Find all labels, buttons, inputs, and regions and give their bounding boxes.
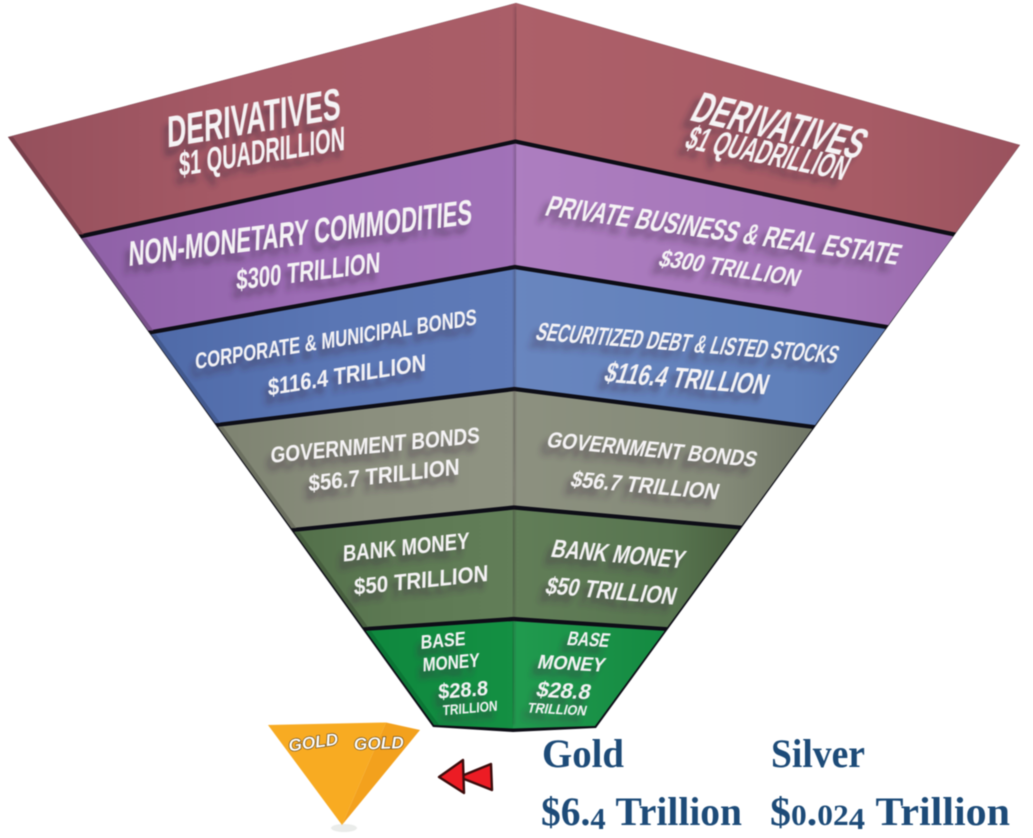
svg-text:TRILLION: TRILLION: [443, 699, 498, 720]
svg-text:Silver: Silver: [771, 731, 865, 776]
svg-text:$28.8: $28.8: [438, 677, 489, 704]
svg-text:BASE: BASE: [565, 628, 613, 652]
svg-text:$28.8: $28.8: [534, 677, 594, 704]
svg-text:MONEY: MONEY: [423, 649, 480, 676]
svg-text:GOLD: GOLD: [353, 733, 404, 754]
svg-text:MONEY: MONEY: [535, 652, 608, 677]
svg-text:BASE: BASE: [420, 629, 465, 654]
svg-text:TRILLION: TRILLION: [525, 701, 588, 720]
svg-text:Gold: Gold: [542, 731, 624, 776]
svg-text:D: D: [238, 732, 253, 753]
